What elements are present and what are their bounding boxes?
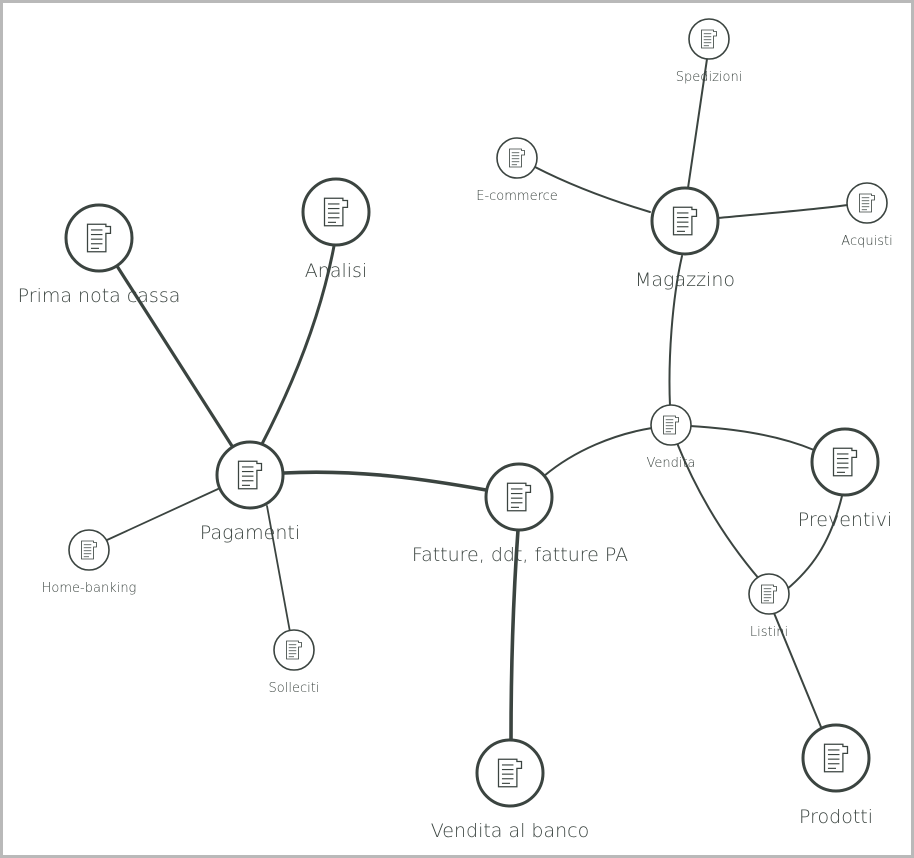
edge-preventivi-listini xyxy=(785,495,843,591)
document-icon xyxy=(506,482,532,512)
node-solleciti[interactable]: Solleciti xyxy=(269,629,320,696)
document-icon xyxy=(859,193,875,213)
document-icon xyxy=(761,584,777,604)
edge-analisi-pagamenti xyxy=(260,244,336,446)
document-icon xyxy=(832,447,858,477)
node-label: Listini xyxy=(750,625,788,640)
document-icon xyxy=(81,540,97,560)
edge-pagamenti-fatture xyxy=(282,470,488,492)
node-label: Spedizioni xyxy=(676,70,743,85)
node-label: Analisi xyxy=(305,260,367,282)
node-acquisti[interactable]: Acquisti xyxy=(841,182,893,249)
edge-prima-nota-pagamenti xyxy=(115,264,234,448)
connections xyxy=(106,58,849,742)
node-vendita[interactable]: Vendita xyxy=(646,404,696,471)
document-icon xyxy=(286,640,302,660)
nodes: Prima nota cassa Analisi xyxy=(18,18,893,842)
edge-vendita-magazzino xyxy=(668,255,683,407)
edge-pagamenti-solleciti xyxy=(266,505,291,633)
node-preventivi[interactable]: Preventivi xyxy=(798,427,892,531)
node-label: Vendita al banco xyxy=(431,820,590,842)
node-label: Home-banking xyxy=(42,581,137,596)
document-icon xyxy=(663,415,679,435)
node-listini[interactable]: Listini xyxy=(748,573,790,640)
node-prima-nota-cassa[interactable]: Prima nota cassa xyxy=(18,203,181,307)
edge-pagamenti-homebanking xyxy=(106,488,219,541)
node-pagamenti[interactable]: Pagamenti xyxy=(200,440,300,544)
node-label: Solleciti xyxy=(269,681,320,696)
document-icon xyxy=(237,460,263,490)
edge-vendita-preventivi xyxy=(689,425,815,451)
node-vendita-al-banco[interactable]: Vendita al banco xyxy=(431,738,590,842)
node-e-commerce[interactable]: E-commerce xyxy=(476,137,558,204)
edge-magazzino-acquisti xyxy=(717,204,849,219)
node-analisi[interactable]: Analisi xyxy=(301,177,371,282)
document-icon xyxy=(497,758,523,788)
document-icon xyxy=(86,223,112,253)
edge-listini-prodotti xyxy=(773,612,822,728)
edge-vendita-listini xyxy=(676,442,761,581)
node-label: Vendita xyxy=(646,456,695,471)
node-label: Prima nota cassa xyxy=(18,285,181,307)
node-label: Fatture, ddt, fatture PA xyxy=(412,544,628,566)
node-label: E-commerce xyxy=(476,189,558,204)
document-icon xyxy=(509,148,525,168)
edge-fatture-vendita-banco xyxy=(509,528,520,742)
node-magazzino[interactable]: Magazzino xyxy=(635,186,735,291)
edge-fatture-vendita xyxy=(543,427,653,477)
document-icon xyxy=(701,29,717,49)
node-label: Pagamenti xyxy=(200,522,300,544)
edge-magazzino-spedizioni xyxy=(687,58,708,189)
node-label: Prodotti xyxy=(799,806,873,828)
document-icon xyxy=(672,206,698,236)
node-fatture[interactable]: Fatture, ddt, fatture PA xyxy=(412,462,628,566)
document-icon xyxy=(323,197,349,227)
node-label: Magazzino xyxy=(635,269,735,291)
node-prodotti[interactable]: Prodotti xyxy=(799,723,873,828)
document-icon xyxy=(823,743,849,773)
node-home-banking[interactable]: Home-banking xyxy=(42,529,137,596)
node-label: Acquisti xyxy=(841,234,892,249)
node-spedizioni[interactable]: Spedizioni xyxy=(676,18,743,85)
node-label: Preventivi xyxy=(798,509,892,531)
edge-magazzino-ecommerce xyxy=(534,166,651,213)
